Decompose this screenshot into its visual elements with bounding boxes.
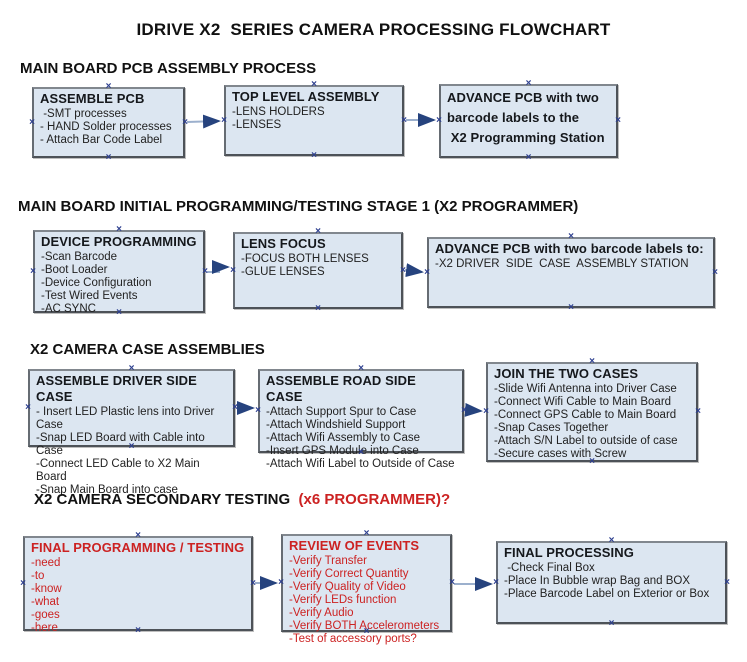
box-items: -Check Final Box-Place In Bubble wrap Ba…: [504, 562, 719, 601]
box-item: -Verify LEDs function: [289, 593, 397, 606]
box-item: -Boot Loader: [41, 263, 108, 276]
box-item: -FOCUS BOTH LENSES: [241, 252, 369, 265]
box-items: -Slide Wifi Antenna into Driver Case-Con…: [494, 383, 690, 461]
section-heading-pcb-assembly: MAIN BOARD PCB ASSEMBLY PROCESS: [20, 60, 317, 77]
box-items: -LENS HOLDERS-LENSES: [232, 106, 396, 132]
box-item: -Attach Windshield Support: [266, 418, 406, 431]
box-item: -Verify BOTH Accelerometers: [289, 619, 440, 632]
box-item: -Attach Wifi Label to Outside of Case: [266, 457, 455, 470]
box-items: - Insert LED Plastic lens into Driver Ca…: [36, 406, 227, 497]
box-title: ADVANCE PCB with two barcode labels to:: [435, 241, 704, 256]
box-advance-pcb-programming-station[interactable]: ADVANCE PCB with two barcode labels to t…: [439, 84, 618, 158]
box-final-processing[interactable]: FINAL PROCESSING -Check Final Box-Place …: [496, 541, 727, 624]
box-item: -Connect GPS Cable to Main Board: [494, 408, 677, 421]
connector-arrow[interactable]: [464, 402, 483, 417]
box-item: -Snap LED Board with Cable into Case: [36, 431, 208, 457]
box-title: TOP LEVEL ASSEMBLY: [232, 89, 380, 104]
box-items: -FOCUS BOTH LENSES-GLUE LENSES: [241, 253, 395, 279]
box-item: -Verify Transfer: [289, 554, 367, 567]
box-item: -goes: [31, 608, 60, 621]
box-title: DEVICE PROGRAMMING: [41, 234, 197, 249]
box-items: -Attach Support Spur to Case-Attach Wind…: [266, 406, 456, 471]
box-top-level-assembly[interactable]: TOP LEVEL ASSEMBLY -LENS HOLDERS-LENSES: [224, 85, 404, 156]
box-items: -X2 DRIVER SIDE CASE ASSEMBLY STATION: [435, 258, 707, 271]
box-item: -LENS HOLDERS: [232, 105, 325, 118]
box-item: -Verify Quality of Video: [289, 580, 406, 593]
box-join-the-two-cases[interactable]: JOIN THE TWO CASES -Slide Wifi Antenna i…: [486, 362, 698, 462]
box-title: ASSEMBLE PCB: [40, 91, 145, 106]
box-title: ADVANCE PCB with two barcode labels to t…: [447, 90, 605, 146]
box-item: -here: [31, 621, 58, 634]
section-heading-initial-programming: MAIN BOARD INITIAL PROGRAMMING/TESTING S…: [18, 198, 579, 215]
box-title: FINAL PROGRAMMING / TESTING: [31, 540, 245, 555]
box-item: -Device Configuration: [41, 276, 152, 289]
box-assemble-driver-side-case[interactable]: ASSEMBLE DRIVER SIDE CASE - Insert LED P…: [28, 369, 235, 496]
box-item: -Secure cases with Screw: [494, 447, 627, 460]
box-item: -Connect Wifi Cable to Main Board: [494, 395, 672, 408]
box-item: -Scan Barcode: [41, 250, 118, 263]
connector-arrow[interactable]: [207, 260, 230, 274]
box-item: -Attach Wifi Assembly to Case: [266, 431, 421, 444]
box-items: -SMT processes- HAND Solder processes- A…: [40, 108, 177, 147]
box-item: - Insert LED Plastic lens into Driver Ca…: [36, 405, 218, 431]
box-assemble-pcb[interactable]: ASSEMBLE PCB -SMT processes- HAND Solder…: [32, 87, 185, 158]
connector-arrow[interactable]: [404, 263, 424, 278]
box-item: - HAND Solder processes: [40, 120, 172, 133]
box-items: -Scan Barcode-Boot Loader-Device Configu…: [41, 251, 197, 316]
box-items: -Verify Transfer-Verify Correct Quantity…: [289, 555, 444, 646]
box-review-of-events[interactable]: REVIEW OF EVENTS -Verify Transfer-Verify…: [281, 534, 452, 645]
box-item: -GLUE LENSES: [241, 265, 325, 278]
box-item: -Verify Correct Quantity: [289, 567, 409, 580]
box-item: -Verify Audio: [289, 606, 354, 619]
box-item: -SMT processes: [40, 107, 127, 120]
box-item: -Place Barcode Label on Exterior or Box: [504, 587, 710, 600]
box-title: REVIEW OF EVENTS: [289, 538, 420, 553]
heading-red-part: (x6 PROGRAMMER)?: [290, 491, 451, 508]
box-title: JOIN THE TWO CASES: [494, 366, 639, 381]
box-title: ASSEMBLE ROAD SIDE CASE: [266, 373, 420, 404]
section-heading-secondary-testing: X2 CAMERA SECONDARY TESTING (x6 PROGRAMM…: [34, 491, 450, 508]
box-item: -Attach S/N Label to outside of case: [494, 434, 678, 447]
box-items: -need-to-know-what-goes-here: [31, 557, 245, 635]
box-item: -Check Final Box: [504, 561, 595, 574]
box-item: -Place In Bubble wrap Bag and BOX: [504, 574, 691, 587]
box-item: -LENSES: [232, 118, 282, 131]
box-item: -to: [31, 569, 45, 582]
box-item: -Test of accessory ports?: [289, 632, 417, 645]
box-item: -Slide Wifi Antenna into Driver Case: [494, 382, 677, 395]
heading-black-part: X2 CAMERA SECONDARY TESTING: [34, 491, 291, 508]
box-item: -what: [31, 595, 60, 608]
box-item: - Attach Bar Code Label: [40, 133, 163, 146]
box-item: -Connect LED Cable to X2 Main Board: [36, 457, 203, 483]
box-item: -Snap Main Board into case: [36, 483, 178, 496]
connector-arrow[interactable]: [186, 114, 221, 129]
section-heading-case-assemblies: X2 CAMERA CASE ASSEMBLIES: [30, 341, 265, 358]
box-item: -X2 DRIVER SIDE CASE ASSEMBLY STATION: [435, 257, 689, 270]
page-title: IDRIVE X2 SERIES CAMERA PROCESSING FLOWC…: [136, 20, 611, 39]
box-advance-pcb-driver-side[interactable]: ADVANCE PCB with two barcode labels to: …: [427, 237, 715, 308]
box-item: -Insert GPS Module into Case: [266, 444, 419, 457]
box-title: FINAL PROCESSING: [504, 545, 634, 560]
box-lens-focus[interactable]: LENS FOCUS -FOCUS BOTH LENSES-GLUE LENSE…: [233, 232, 403, 309]
box-item: -AC SYNC: [41, 302, 96, 315]
box-item: -Snap Cases Together: [494, 421, 609, 434]
box-assemble-road-side-case[interactable]: ASSEMBLE ROAD SIDE CASE -Attach Support …: [258, 369, 464, 470]
box-title: LENS FOCUS: [241, 236, 326, 251]
box-title: ASSEMBLE DRIVER SIDE CASE: [36, 373, 201, 404]
box-item: -need: [31, 556, 61, 569]
box-item: -know: [31, 582, 62, 595]
box-device-programming[interactable]: DEVICE PROGRAMMING -Scan Barcode-Boot Lo…: [33, 230, 205, 316]
box-final-programming-testing[interactable]: FINAL PROGRAMMING / TESTING -need-to-kno…: [23, 536, 253, 634]
box-item: -Attach Support Spur to Case: [266, 405, 417, 418]
box-item: -Test Wired Events: [41, 289, 138, 302]
